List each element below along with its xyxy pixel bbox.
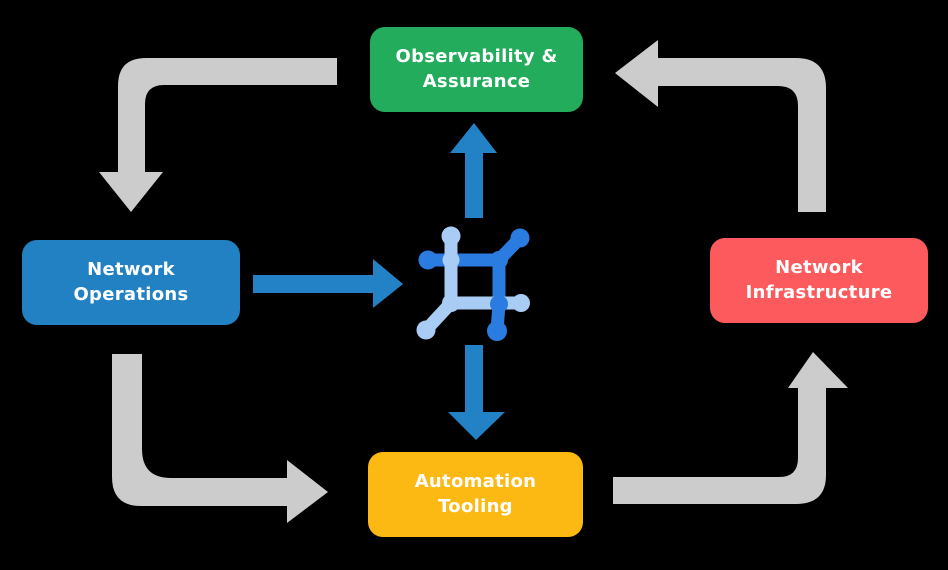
flow-arrow-icon-to-top — [450, 123, 497, 218]
cycle-arrow-blue-to-yellow — [112, 354, 328, 523]
node-network-operations: Network Operations — [22, 240, 240, 325]
flow-arrow-left-to-icon — [253, 259, 403, 308]
node-network-infrastructure: Network Infrastructure — [710, 238, 928, 323]
cycle-arrow-red-to-green — [615, 40, 826, 212]
network-icon-dark-dots — [418, 228, 530, 341]
node-network-operations-label: Network Operations — [73, 259, 189, 305]
cycle-arrow-yellow-to-red — [613, 352, 848, 504]
node-automation-tooling: Automation Tooling — [368, 452, 583, 537]
node-observability-assurance: Observability & Assurance — [370, 27, 583, 112]
node-network-infrastructure-label: Network Infrastructure — [745, 257, 893, 303]
node-automation-tooling-label: Automation Tooling — [414, 471, 537, 517]
network-icon-light-dots — [416, 226, 530, 340]
flow-arrows — [253, 123, 505, 440]
cycle-arrow-green-to-blue — [99, 58, 337, 212]
network-nodes-icon — [416, 226, 530, 341]
flow-arrow-icon-to-bottom — [448, 345, 505, 440]
node-observability-assurance-label: Observability & Assurance — [395, 46, 558, 92]
cycle-arrows — [99, 40, 848, 523]
